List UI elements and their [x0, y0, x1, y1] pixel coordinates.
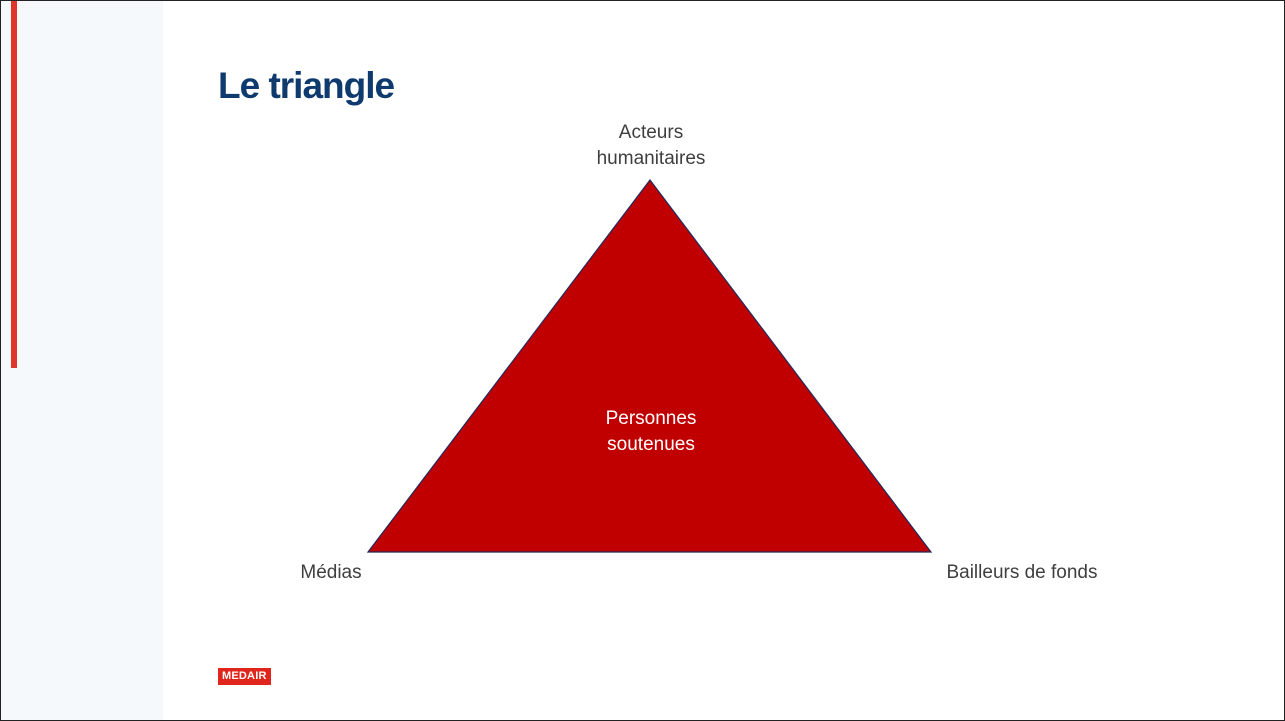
- accent-bar: [11, 1, 17, 368]
- center-label: Personnes soutenues: [551, 406, 751, 458]
- triangle-shape: [366, 179, 933, 553]
- apex-left-label: Médias: [300, 562, 362, 583]
- medair-logo: MEDAIR: [218, 668, 271, 685]
- center-line-1: Personnes: [605, 408, 697, 429]
- center-line-2: soutenues: [607, 434, 695, 455]
- apex-top-label: Acteurs humanitaires: [561, 120, 741, 172]
- apex-top-line-1: Acteurs: [618, 122, 684, 143]
- left-panel: [1, 1, 163, 720]
- apex-right-label: Bailleurs de fonds: [946, 562, 1098, 583]
- apex-top-line-2: humanitaires: [596, 148, 706, 169]
- slide-title: Le triangle: [218, 65, 395, 106]
